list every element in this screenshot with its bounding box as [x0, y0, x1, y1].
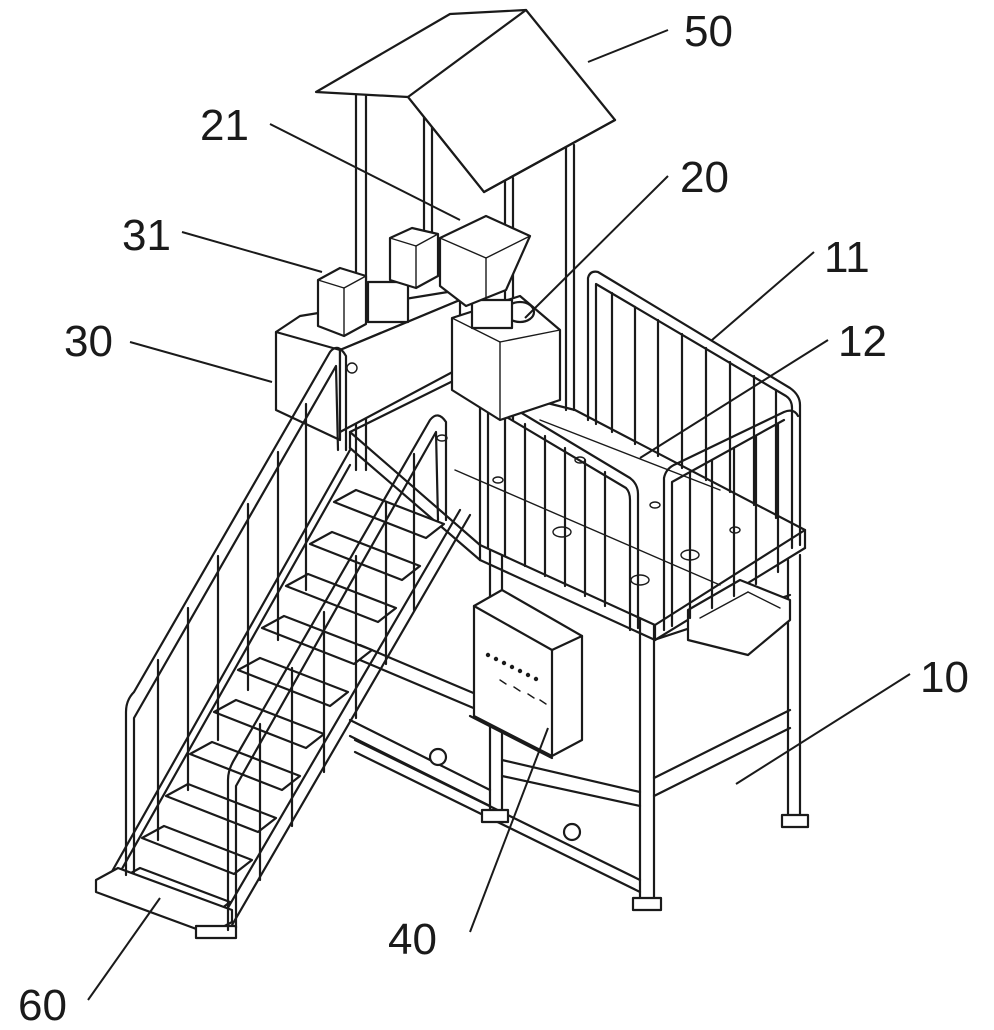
label-11: 11 — [824, 233, 870, 282]
label-10: 10 — [920, 653, 969, 702]
feeder-unit — [450, 294, 562, 422]
label-21: 21 — [200, 101, 249, 150]
reference-numerals: 50 21 20 31 11 30 12 10 40 60 — [18, 7, 969, 1030]
staircase — [94, 346, 472, 940]
label-40: 40 — [388, 915, 437, 964]
label-30: 30 — [64, 317, 113, 366]
label-31: 31 — [122, 211, 171, 260]
label-50: 50 — [684, 7, 733, 56]
guardrail — [478, 270, 802, 632]
motor-unit — [316, 226, 440, 338]
platform-deck — [348, 378, 807, 657]
hopper — [438, 214, 532, 308]
label-20: 20 — [680, 153, 729, 202]
control-cabinet — [468, 588, 584, 760]
label-12: 12 — [838, 317, 887, 366]
label-60: 60 — [18, 981, 67, 1030]
leader-lines — [87, 29, 911, 1001]
